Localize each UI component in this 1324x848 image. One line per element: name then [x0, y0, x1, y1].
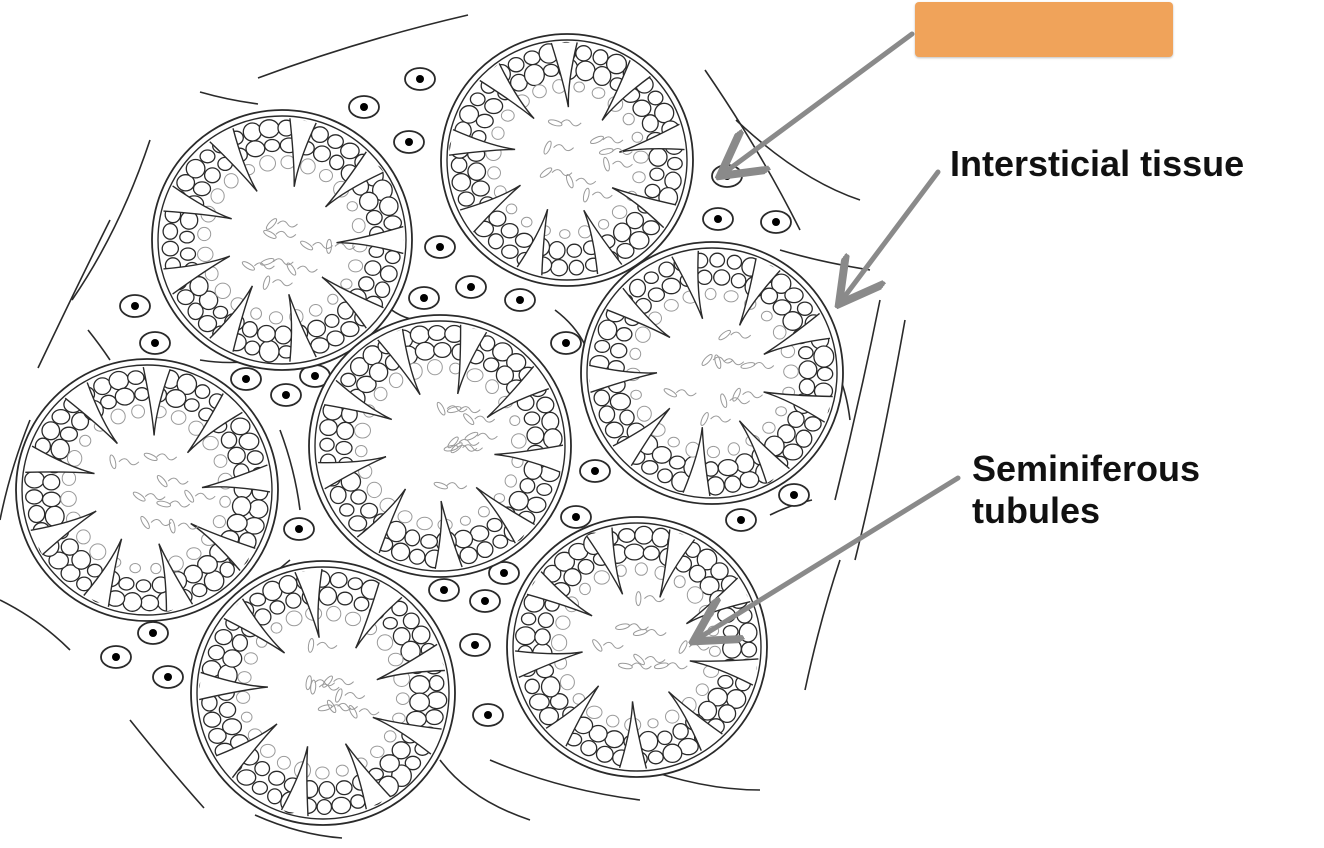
interstitial-cell	[725, 508, 757, 532]
interstitial-cell	[459, 633, 491, 657]
interstitial-cell	[119, 294, 151, 318]
sperm-in-lumen	[663, 329, 775, 426]
seminiferous-tubule	[580, 241, 844, 505]
interstitial-cell	[504, 288, 536, 312]
sertoli-cells	[589, 250, 833, 497]
sperm-in-lumen	[241, 218, 356, 290]
sperm-in-lumen	[592, 591, 710, 670]
seminiferous-label-line1: Seminiferous	[972, 448, 1201, 489]
interstitial-cell	[283, 517, 315, 541]
sertoli-cells	[449, 42, 685, 276]
sertoli-cells	[25, 366, 271, 612]
germ-cells	[199, 570, 448, 816]
interstitial-cell	[579, 459, 611, 483]
arrow-to-seminiferous-tubule	[702, 475, 961, 636]
seminiferous-tubules-group	[15, 33, 844, 826]
arrow-to-interstitial-cell	[728, 31, 915, 170]
interstitial-cell	[404, 67, 436, 91]
interstitial-cell	[137, 621, 169, 645]
interstitial-cell	[702, 207, 734, 231]
interstitial-cell	[348, 95, 380, 119]
interstitial-cell	[560, 505, 592, 529]
hidden-label-box	[915, 2, 1173, 57]
interstitial-cell	[424, 235, 456, 259]
seminiferous-tubule	[151, 109, 413, 371]
interstitial-cell	[472, 703, 504, 727]
seminiferous-tubule	[15, 358, 279, 622]
interstitial-cell	[760, 210, 792, 234]
interstitial-cell	[393, 130, 425, 154]
interstitial-cell	[408, 286, 440, 310]
interstitial-cell	[550, 331, 582, 355]
sperm-in-lumen	[305, 637, 380, 719]
interstitial-cell	[428, 578, 460, 602]
sperm-in-lumen	[539, 119, 633, 203]
sperm-in-lumen	[109, 452, 216, 534]
interstitial-cell	[455, 275, 487, 299]
sertoli-cells	[199, 568, 445, 817]
interstitial-cell	[100, 645, 132, 669]
interstitial-cell	[488, 561, 520, 585]
interstitial-cell	[230, 367, 262, 391]
seminiferous-tubule	[308, 314, 572, 578]
seminiferous-tubule	[506, 516, 768, 778]
sertoli-cells	[515, 527, 759, 769]
interstitial-cells-group	[100, 67, 810, 727]
seminiferous-tubule	[440, 33, 694, 287]
interstitial-cell	[152, 665, 184, 689]
interstitial-cell	[139, 331, 171, 355]
sertoli-cells	[163, 118, 404, 362]
sperm-in-lumen	[433, 401, 498, 490]
interstitial-tissue-label: Intersticial tissue	[950, 143, 1245, 184]
interstitial-cell	[270, 383, 302, 407]
arrow-to-interstitial-tissue	[845, 169, 941, 296]
seminiferous-tubule	[190, 560, 456, 826]
seminiferous-tubules-label: Seminiferous tubules	[972, 448, 1200, 532]
interstitial-cell	[778, 483, 810, 507]
seminiferous-label-line2: tubules	[972, 490, 1101, 531]
sertoli-cells	[318, 324, 564, 570]
interstitial-cell	[469, 589, 501, 613]
pointer-arrows	[702, 31, 961, 636]
